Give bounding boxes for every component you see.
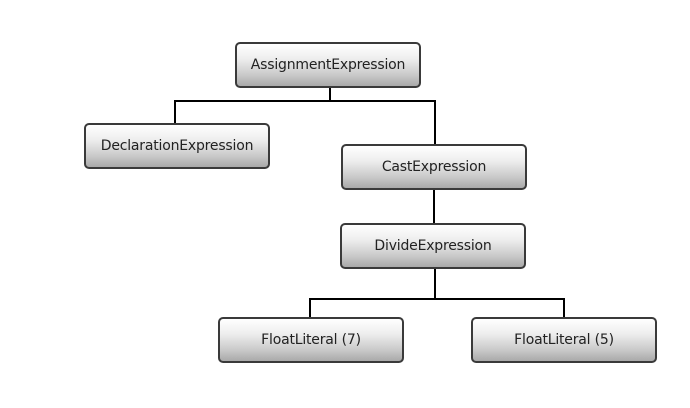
edge-cast-divide <box>433 190 435 223</box>
node-label: CastExpression <box>381 159 487 175</box>
node-float-literal-5: FloatLiteral (5) <box>471 317 657 363</box>
edge-divide-bar <box>309 298 565 300</box>
node-label: DivideExpression <box>374 238 492 254</box>
node-assignment-expression: AssignmentExpression <box>235 42 421 88</box>
node-label: AssignmentExpression <box>250 57 406 73</box>
edge-assign-cast <box>434 100 436 144</box>
edge-divide-float5 <box>563 298 565 317</box>
edge-assign-bar <box>174 100 436 102</box>
node-label: FloatLiteral (7) <box>261 332 361 348</box>
node-declaration-expression: DeclarationExpression <box>84 123 270 169</box>
node-divide-expression: DivideExpression <box>340 223 526 269</box>
node-label: FloatLiteral (5) <box>514 332 614 348</box>
node-float-literal-7: FloatLiteral (7) <box>218 317 404 363</box>
edge-assign-decl <box>174 100 176 123</box>
edge-divide-float7 <box>309 298 311 317</box>
node-label: DeclarationExpression <box>100 138 254 154</box>
node-cast-expression: CastExpression <box>341 144 527 190</box>
edge-assign-stem <box>329 88 331 102</box>
edge-divide-stem <box>434 269 436 300</box>
